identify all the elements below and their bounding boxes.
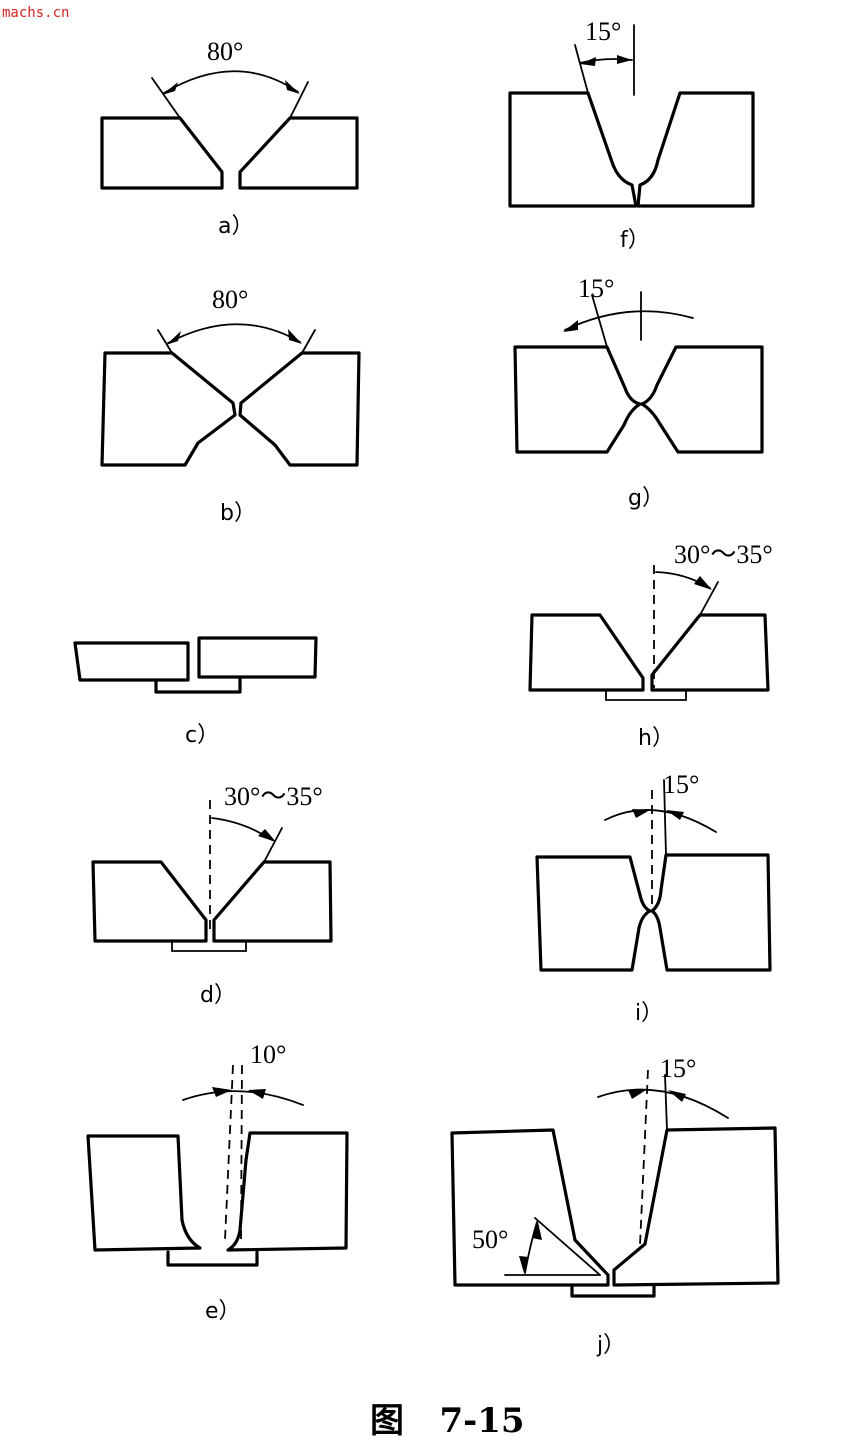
figure-title: 图 7-15	[370, 1401, 525, 1441]
panel-j-arrow2-bottom	[519, 1256, 529, 1273]
panel-i-right-plate	[650, 853, 772, 972]
panel-j: 15° 50° j）	[450, 1054, 780, 1358]
panel-e-backing-strip	[166, 1250, 259, 1267]
panel-e-right-plate	[226, 1131, 349, 1252]
panel-h-backing-strip	[605, 689, 687, 701]
panel-e-angle-arc	[182, 1090, 304, 1106]
panel-h-angle-label: 30°～35°	[674, 540, 773, 569]
panel-b-left-plate	[100, 351, 237, 467]
panel-a-angle-arc	[163, 70, 299, 94]
panel-g-right-plate	[640, 345, 764, 454]
panel-i-left-plate	[535, 855, 652, 972]
panel-f-right-plate	[636, 91, 755, 208]
panel-b-arrow-left	[166, 331, 181, 345]
panel-g: 15° g）	[513, 274, 764, 511]
panel-b: 80° b）	[100, 285, 361, 526]
panel-d-extension	[263, 827, 283, 863]
panel-j-arrow-left	[628, 1090, 646, 1099]
panel-f: 15° f）	[508, 17, 755, 253]
panel-j-extension	[664, 1074, 668, 1131]
panel-j-angle2-arc	[524, 1221, 538, 1274]
panel-i-arrow-left	[632, 809, 650, 818]
panel-c: c）	[73, 636, 318, 748]
panel-d-angle-label: 30°～35°	[224, 782, 323, 811]
panel-c-backing-strip	[154, 676, 242, 694]
panel-h: 30°～35° h）	[528, 540, 773, 751]
panel-a-right-plate	[238, 116, 359, 190]
panel-j-bevel-extension	[534, 1217, 601, 1276]
watermark: machs.cn	[2, 5, 69, 21]
panel-e-caption: e）	[205, 1299, 241, 1324]
panel-a-arrow-left	[162, 82, 178, 95]
panel-i-extension	[663, 779, 667, 856]
panel-i-arrow-right	[666, 810, 684, 820]
panel-f-caption: f）	[620, 228, 650, 253]
panel-j-right-plate	[612, 1126, 780, 1287]
panel-i-caption: i）	[635, 1001, 663, 1026]
panel-a: 80° a）	[100, 37, 359, 239]
panel-h-extension	[699, 581, 719, 616]
panel-i-angle-arc	[604, 809, 717, 833]
panel-j-backing-strip	[570, 1284, 656, 1298]
panel-a-angle-label: 80°	[207, 37, 243, 66]
panel-d-caption: d）	[200, 983, 236, 1008]
panel-j-arrow-right	[668, 1090, 686, 1102]
panel-e-angle-label: 10°	[250, 1040, 286, 1069]
panel-d-left-plate	[91, 860, 208, 943]
panel-f-arrow-right	[617, 55, 632, 64]
panel-d: 30°～35° d）	[91, 782, 333, 1008]
panel-j-centerline	[639, 1069, 649, 1246]
panel-e: 10° e）	[86, 1040, 349, 1324]
panel-h-right-plate	[650, 613, 770, 692]
panel-j-angle-arc	[597, 1088, 729, 1119]
panel-h-arrow	[694, 576, 712, 590]
panel-a-right-extension	[289, 81, 309, 119]
panel-g-caption: g）	[628, 486, 664, 511]
panel-d-arrow	[258, 829, 276, 842]
panel-c-caption: c）	[185, 723, 219, 748]
panel-b-angle-label: 80°	[212, 285, 248, 314]
panel-b-right-extension	[301, 329, 316, 354]
panel-i-angle-label: 15°	[663, 770, 699, 799]
panel-b-arrow-right	[288, 329, 302, 344]
panel-b-caption: b）	[220, 501, 256, 526]
panel-b-left-extension	[157, 329, 173, 354]
panel-j-arrow2-top	[532, 1222, 542, 1240]
panel-i: 15° i）	[535, 770, 772, 1026]
panel-e-arrow-left	[212, 1087, 232, 1097]
panel-c-left-plate	[73, 641, 190, 682]
panel-j-angle2-label: 50°	[472, 1225, 508, 1254]
panel-a-left-plate	[100, 116, 224, 190]
panel-j-caption: j）	[596, 1333, 625, 1358]
panel-g-angle-arc	[564, 310, 694, 331]
panel-g-extension	[591, 294, 608, 348]
panel-h-caption: h）	[638, 726, 674, 751]
panel-c-right-plate	[197, 636, 318, 679]
panel-a-left-extension	[151, 77, 181, 119]
panel-b-right-plate	[238, 351, 361, 467]
panel-a-arrow-right	[285, 80, 300, 94]
panel-g-angle-label: 15°	[578, 274, 614, 303]
panel-a-caption: a）	[218, 214, 253, 239]
panel-g-arrow	[563, 320, 578, 332]
panel-d-backing-strip	[171, 940, 247, 952]
panel-b-angle-arc	[167, 323, 301, 344]
panel-e-arrow-right	[248, 1089, 266, 1099]
panel-f-extension	[574, 44, 589, 94]
panel-g-left-plate	[513, 345, 642, 454]
panel-e-left-plate	[86, 1134, 202, 1252]
panel-f-arrow-left	[580, 57, 596, 66]
panel-f-angle-label: 15°	[585, 17, 621, 46]
panel-j-angle-label: 15°	[660, 1054, 696, 1083]
panel-d-right-plate	[212, 860, 333, 943]
panel-j-left-plate	[450, 1128, 610, 1287]
panel-f-left-plate	[508, 91, 638, 208]
panel-h-left-plate	[528, 613, 645, 692]
